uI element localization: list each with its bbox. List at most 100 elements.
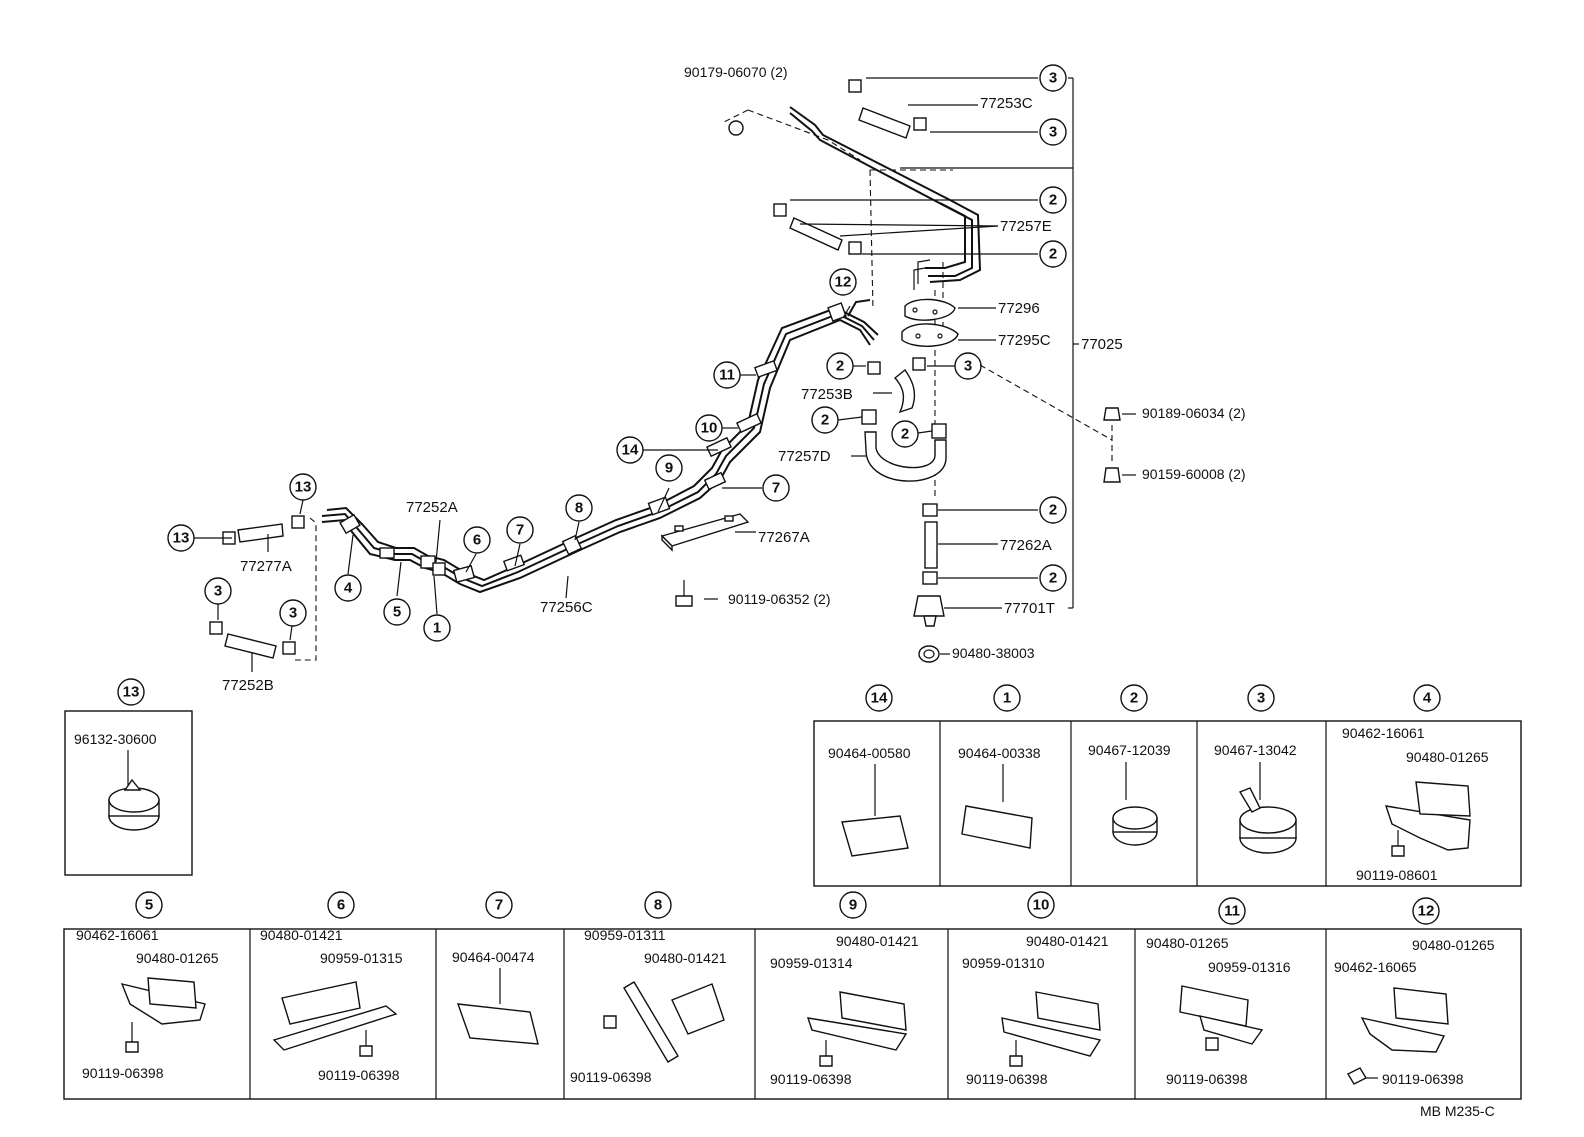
callout-3-d: 3 <box>204 577 232 605</box>
callout-2-b: 2 <box>1039 240 1067 268</box>
detail-row-2: 5 90462-16061 90480-01265 90119-06398 6 … <box>63 891 1522 1100</box>
main-labels: 90179-06070 (2) 77253C 77257E 77296 7729… <box>222 64 1495 1119</box>
label-77252b: 77252B <box>222 677 274 694</box>
detail-9-part-3: 90119-06398 <box>770 1071 852 1087</box>
detail-1-number: 1 <box>993 684 1021 712</box>
detail-3-part-1: 90467-13042 <box>1214 742 1297 758</box>
bolt-90119-06352 <box>675 580 718 607</box>
svg-text:3: 3 <box>214 583 222 600</box>
callout-2-f: 2 <box>1039 496 1067 524</box>
svg-text:6: 6 <box>473 532 481 549</box>
detail-3: 3 90467-13042 <box>1214 684 1297 854</box>
callout-8: 8 <box>565 494 593 522</box>
svg-text:3: 3 <box>964 358 972 375</box>
svg-text:2: 2 <box>1049 502 1057 519</box>
detail-1: 1 90464-00338 <box>958 684 1041 849</box>
svg-text:2: 2 <box>1049 192 1057 209</box>
detail-8: 8 90959-01311 90480-01421 90119-06398 <box>570 891 727 1085</box>
detail-11-number: 11 <box>1218 897 1246 925</box>
detail-6: 6 90480-01421 90959-01315 90119-06398 <box>260 891 403 1083</box>
callout-14: 14 <box>616 436 644 464</box>
assembly-bracket-77025 <box>1068 77 1079 609</box>
detail-11-part-3: 90119-06398 <box>1166 1071 1248 1087</box>
svg-text:9: 9 <box>849 897 857 914</box>
svg-text:11: 11 <box>719 367 735 384</box>
callout-11: 11 <box>713 361 741 389</box>
svg-text:7: 7 <box>772 480 780 497</box>
leader-lines <box>194 77 1136 672</box>
detail-10: 10 90480-01421 90959-01310 90119-06398 <box>962 891 1109 1087</box>
callout-12: 12 <box>829 268 857 296</box>
detail-4-part-1: 90462-16061 <box>1342 725 1425 741</box>
detail-5-part-3: 90119-06398 <box>82 1065 164 1081</box>
plate-77267a <box>660 513 750 552</box>
callout-1: 1 <box>423 614 451 642</box>
detail-5-part-2: 90480-01265 <box>136 950 219 966</box>
detail-8-part-2: 90480-01421 <box>644 950 727 966</box>
detail-4-part-2: 90480-01265 <box>1406 749 1489 765</box>
detail-2-number: 2 <box>1120 684 1148 712</box>
svg-text:1: 1 <box>433 620 441 637</box>
svg-text:10: 10 <box>1033 897 1050 914</box>
detail-1-part-1: 90464-00338 <box>958 745 1041 761</box>
detail-6-part-3: 90119-06398 <box>318 1067 400 1083</box>
detail-10-number: 10 <box>1027 891 1055 919</box>
label-77295c: 77295C <box>998 332 1051 349</box>
footer-code: MB M235-C <box>1420 1103 1495 1119</box>
detail-10-part-2: 90959-01310 <box>962 955 1045 971</box>
detail-6-part-2: 90959-01315 <box>320 950 403 966</box>
detail-row-1: 14 90464-00580 1 90464-00338 2 90467-120… <box>813 684 1522 887</box>
label-77267a: 77267A <box>758 529 810 546</box>
upper-pipe-assembly <box>723 106 1073 500</box>
detail-8-number: 8 <box>644 891 672 919</box>
svg-text:12: 12 <box>835 274 852 291</box>
detail-7-number: 7 <box>485 891 513 919</box>
label-77296: 77296 <box>998 300 1040 317</box>
svg-text:3: 3 <box>1049 70 1057 87</box>
detail-12-part-1: 90480-01265 <box>1412 937 1495 953</box>
label-77253b: 77253B <box>801 386 853 403</box>
svg-text:4: 4 <box>344 580 353 597</box>
detail-6-part-1: 90480-01421 <box>260 927 343 943</box>
line-clamps <box>339 302 847 583</box>
svg-text:8: 8 <box>575 500 583 517</box>
detail-11: 11 90480-01265 90959-01316 90119-06398 <box>1146 897 1291 1087</box>
callout-4: 4 <box>334 574 362 602</box>
detail-7-part-1: 90464-00474 <box>452 949 535 965</box>
detail-4-part-3: 90119-08601 <box>1356 867 1438 883</box>
detail-13-number: 13 <box>117 678 145 706</box>
svg-text:13: 13 <box>295 479 312 496</box>
svg-text:5: 5 <box>145 897 153 914</box>
detail-14-number: 14 <box>865 684 893 712</box>
callout-13-a: 13 <box>289 473 317 501</box>
detail-9-number: 9 <box>839 891 867 919</box>
svg-text:7: 7 <box>516 522 524 539</box>
label-77252a: 77252A <box>406 499 458 516</box>
detail-box-13: 13 96132-30600 <box>64 678 193 876</box>
callout-7-a: 7 <box>762 474 790 502</box>
label-77701t: 77701T <box>1004 600 1055 617</box>
svg-text:4: 4 <box>1423 690 1432 707</box>
svg-text:2: 2 <box>1049 246 1057 263</box>
svg-text:14: 14 <box>871 690 888 707</box>
detail-12: 12 90480-01265 90462-16065 90119-06398 <box>1334 897 1495 1087</box>
callouts: 3 3 2 2 12 2 3 11 2 2 10 14 9 7 13 8 2 7… <box>167 64 1067 642</box>
svg-text:3: 3 <box>1257 690 1265 707</box>
label-77025: 77025 <box>1081 336 1123 353</box>
detail-4-number: 4 <box>1413 684 1441 712</box>
detail-6-number: 6 <box>327 891 355 919</box>
svg-text:7: 7 <box>495 897 503 914</box>
svg-text:8: 8 <box>654 897 662 914</box>
detail-9: 9 90480-01421 90959-01314 90119-06398 <box>770 891 919 1087</box>
callout-2-a: 2 <box>1039 186 1067 214</box>
svg-text:2: 2 <box>901 426 909 443</box>
detail-11-part-1: 90480-01265 <box>1146 935 1229 951</box>
callout-3-a: 3 <box>1039 64 1067 92</box>
detail-5-part-1: 90462-16061 <box>76 927 159 943</box>
callout-3-b: 3 <box>1039 118 1067 146</box>
detail-2-part-1: 90467-12039 <box>1088 742 1171 758</box>
svg-text:2: 2 <box>1130 690 1138 707</box>
label-77262a: 77262A <box>1000 537 1052 554</box>
detail-8-part-3: 90119-06398 <box>570 1069 652 1085</box>
